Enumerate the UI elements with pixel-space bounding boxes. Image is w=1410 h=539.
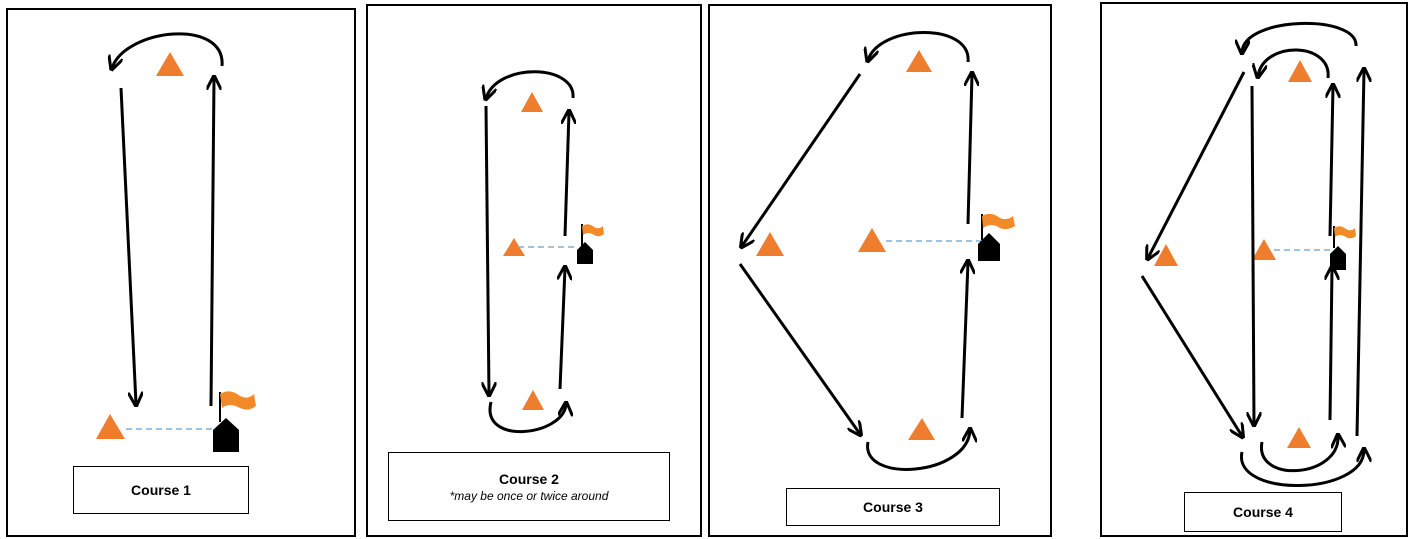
course-arrow-icon bbox=[1240, 450, 1364, 487]
course-2-note: *may be once or twice around bbox=[449, 488, 609, 503]
start-flag-icon bbox=[581, 224, 604, 246]
mark-triangle-icon bbox=[1154, 244, 1178, 266]
mark-triangle-icon bbox=[521, 92, 543, 112]
course-4-diagram bbox=[1140, 22, 1410, 487]
course-3-caption: Course 3 bbox=[786, 488, 1000, 526]
course-1-diagram bbox=[96, 32, 256, 452]
course-arrow-icon bbox=[738, 263, 860, 434]
course-arrow-icon bbox=[1330, 268, 1332, 421]
course-arrow-icon bbox=[968, 74, 972, 225]
course-arrow-icon bbox=[119, 87, 136, 404]
mark-triangle-icon bbox=[1287, 427, 1311, 448]
start-flag-icon bbox=[981, 213, 1015, 240]
course-arrow-icon bbox=[211, 78, 214, 407]
course-1-title: Course 1 bbox=[131, 482, 191, 498]
committee-boat-icon bbox=[577, 242, 593, 264]
course-3-panel: Course 3 bbox=[708, 4, 1052, 537]
course-1-caption: Course 1 bbox=[73, 466, 249, 514]
course-arrow-icon bbox=[112, 32, 224, 68]
course-arrow-icon bbox=[1260, 436, 1338, 472]
course-3-title: Course 3 bbox=[863, 499, 923, 515]
mark-triangle-icon bbox=[906, 50, 932, 72]
course-2-caption: Course 2 *may be once or twice around bbox=[388, 452, 670, 521]
course-arrow-icon bbox=[1355, 70, 1364, 437]
mark-triangle-icon bbox=[96, 414, 125, 439]
mark-triangle-icon bbox=[503, 238, 525, 256]
course-arrow-icon bbox=[1252, 85, 1254, 424]
mark-triangle-icon bbox=[1252, 239, 1276, 260]
start-flag-icon bbox=[219, 391, 256, 422]
course-arrow-icon bbox=[565, 112, 569, 237]
mark-triangle-icon bbox=[756, 232, 784, 256]
mark-triangle-icon bbox=[1288, 60, 1312, 82]
mark-triangle-icon bbox=[522, 390, 544, 410]
course-arrow-icon bbox=[1140, 275, 1242, 436]
course-4-caption: Course 4 bbox=[1184, 492, 1342, 532]
mark-triangle-icon bbox=[908, 418, 935, 440]
course-2-panel: Course 2 *may be once or twice around bbox=[366, 4, 702, 537]
committee-boat-icon bbox=[1330, 246, 1346, 270]
course-arrow-icon bbox=[866, 430, 970, 471]
committee-boat-icon bbox=[978, 233, 1000, 261]
mark-triangle-icon bbox=[858, 228, 886, 252]
course-arrow-icon bbox=[742, 73, 862, 246]
course-arrow-icon bbox=[1242, 22, 1358, 52]
course-2-title: Course 2 bbox=[499, 470, 559, 487]
course-arrow-icon bbox=[1148, 71, 1246, 258]
course-1-panel: Course 1 bbox=[6, 8, 356, 537]
course-arrow-icon bbox=[486, 105, 489, 394]
start-flag-icon bbox=[1333, 226, 1356, 248]
course-3-diagram bbox=[710, 31, 1015, 471]
course-arrow-icon bbox=[560, 268, 565, 390]
course-arrow-icon bbox=[868, 31, 970, 63]
course-arrow-icon bbox=[488, 402, 566, 434]
course-4-title: Course 4 bbox=[1233, 504, 1293, 520]
course-arrow-icon bbox=[1330, 86, 1333, 237]
course-2-diagram bbox=[368, 70, 604, 434]
course-arrow-icon bbox=[1258, 48, 1330, 78]
course-arrow-icon bbox=[486, 70, 575, 98]
mark-triangle-icon bbox=[156, 52, 184, 76]
course-arrow-icon bbox=[962, 262, 968, 419]
course-4-panel: Course 4 bbox=[1100, 2, 1408, 537]
committee-boat-icon bbox=[213, 418, 239, 452]
